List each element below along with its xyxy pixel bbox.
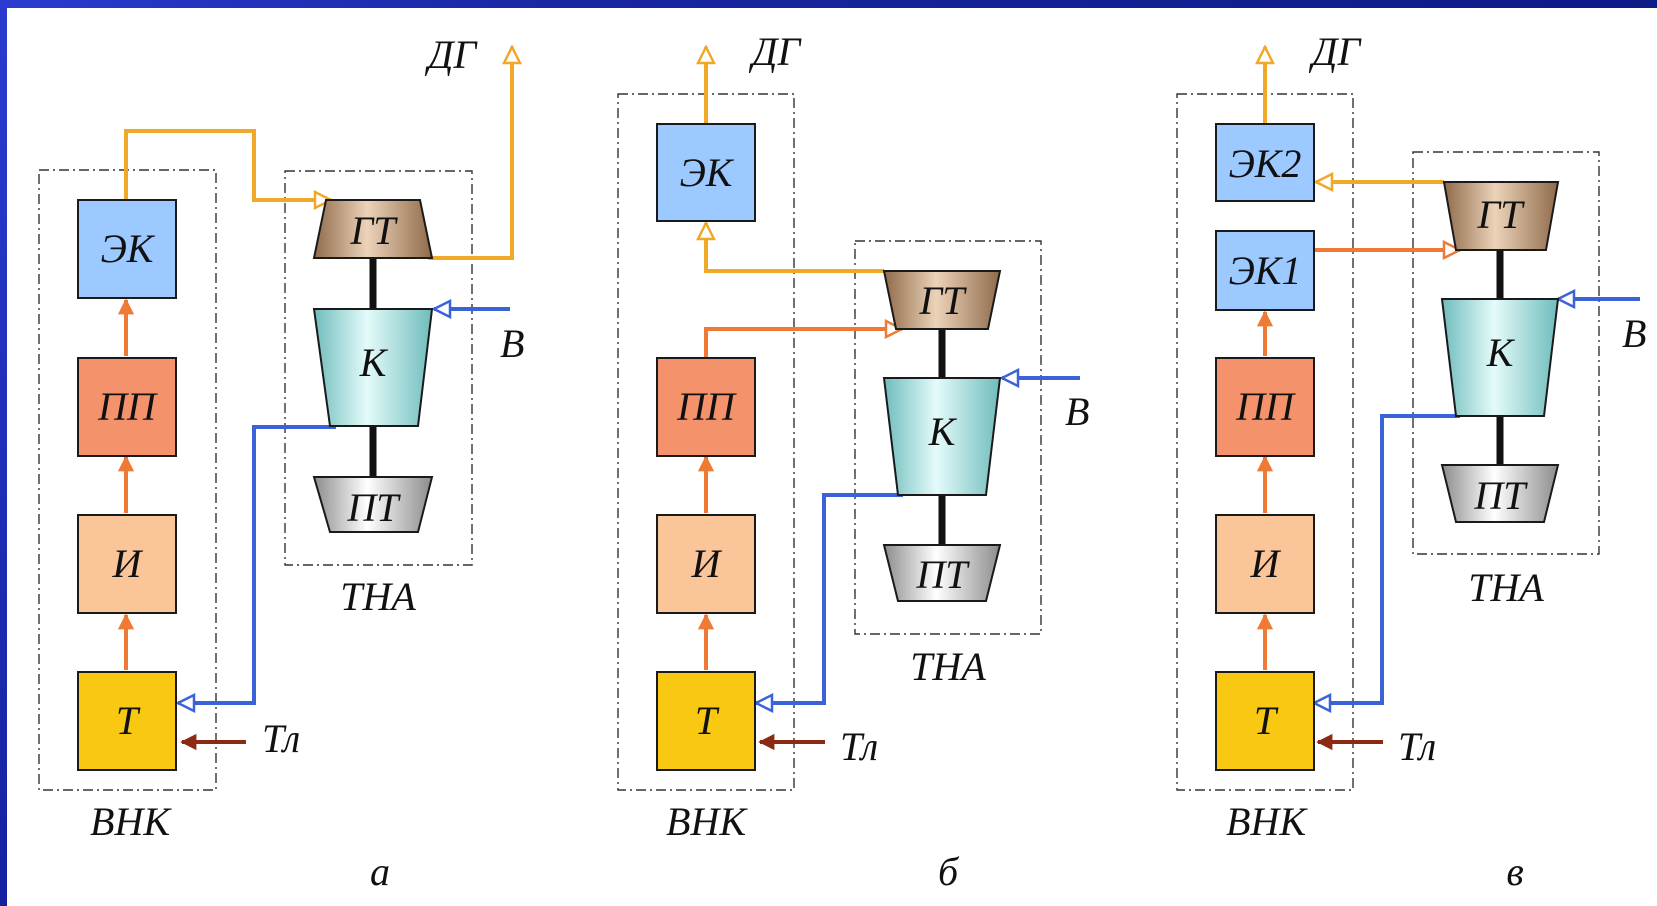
steam-to-turbine-line xyxy=(704,329,902,358)
label-air: В xyxy=(1065,389,1089,434)
turbine-gt xyxy=(312,199,434,259)
turbine-gt-label: ГТ xyxy=(919,278,968,323)
label-tna: ТНА xyxy=(910,644,986,689)
label-air: В xyxy=(500,321,524,366)
compressor-k xyxy=(882,377,1002,496)
block-pp-label: ПП xyxy=(97,384,158,429)
block-i xyxy=(77,514,177,614)
compressor-k-label: К xyxy=(928,409,958,454)
label-tna: ТНА xyxy=(340,574,416,619)
compressor-k xyxy=(312,308,434,427)
label-exhaust: ДГ xyxy=(1308,29,1362,74)
tna-group-frame xyxy=(1412,151,1600,555)
block-pp-label: ПП xyxy=(1235,384,1296,429)
turbine-gt-label: ГТ xyxy=(1477,192,1526,237)
diagram-c: ЭК2 ЭК1 ПП И Т ГТ К ПТ ДГ В Тл ТНА ВНК в xyxy=(1176,29,1646,894)
block-ek1 xyxy=(1215,230,1315,311)
block-t xyxy=(77,671,177,771)
label-vnk: ВНК xyxy=(666,799,748,844)
label-air: В xyxy=(1622,311,1646,356)
block-ek2-label: ЭК2 xyxy=(1229,141,1302,186)
turbine-pt-label: ПТ xyxy=(915,552,970,597)
tna-group-frame xyxy=(284,170,473,566)
diagram-a: ЭК ПП И Т ГТ К ПТ ДГ В Тл ТНА ВНК а xyxy=(38,32,524,894)
block-ek-label: ЭК xyxy=(680,150,735,195)
turbine-pt xyxy=(882,544,1002,602)
air-to-furnace-line xyxy=(178,425,336,703)
air-to-furnace-line xyxy=(1314,414,1460,703)
caption-a: а xyxy=(370,849,390,894)
block-t-label: Т xyxy=(116,698,141,743)
label-exhaust: ДГ xyxy=(424,32,478,77)
turbine-gt xyxy=(1442,181,1560,251)
label-fuel: Тл xyxy=(840,724,878,769)
block-pp xyxy=(656,357,756,457)
label-tna: ТНА xyxy=(1468,565,1544,610)
block-ek2 xyxy=(1215,123,1315,202)
block-pp xyxy=(1215,357,1315,457)
block-t xyxy=(656,671,756,771)
label-fuel: Тл xyxy=(1398,724,1436,769)
block-ek xyxy=(77,199,177,299)
exhaust-to-ek-line xyxy=(706,223,884,273)
frame-top-bar xyxy=(0,0,1657,8)
compressor-k xyxy=(1440,298,1560,417)
label-vnk: ВНК xyxy=(90,799,172,844)
block-t-label: Т xyxy=(1254,698,1279,743)
block-ek-label: ЭК xyxy=(101,226,156,271)
air-to-furnace-line xyxy=(756,493,903,703)
block-i-label: И xyxy=(1250,541,1282,586)
exhaust-out-line xyxy=(428,47,512,260)
block-i xyxy=(1215,514,1315,614)
block-t-label: Т xyxy=(695,698,720,743)
caption-b: б xyxy=(938,849,960,894)
label-vnk: ВНК xyxy=(1226,799,1308,844)
diagram-b: ЭК ПП И Т ГТ К ПТ ДГ В Тл ТНА ВНК б xyxy=(617,29,1089,894)
turbine-pt-label: ПТ xyxy=(1473,473,1528,518)
block-i-label: И xyxy=(691,541,723,586)
block-ek1-label: ЭК1 xyxy=(1229,248,1302,293)
frame-left-bar xyxy=(0,0,7,906)
label-fuel: Тл xyxy=(262,716,300,761)
exhaust-to-turbine-line xyxy=(124,129,331,200)
compressor-k-label: К xyxy=(359,340,389,385)
block-i-label: И xyxy=(112,541,144,586)
label-exhaust: ДГ xyxy=(748,29,802,74)
tna-group-frame xyxy=(854,240,1042,635)
block-pp xyxy=(77,357,177,457)
turbine-pt-label: ПТ xyxy=(346,485,401,530)
block-t xyxy=(1215,671,1315,771)
caption-c: в xyxy=(1506,849,1523,894)
block-i xyxy=(656,514,756,614)
turbine-gt xyxy=(882,270,1002,330)
compressor-k-label: К xyxy=(1486,330,1516,375)
block-ek xyxy=(656,123,756,222)
block-pp-label: ПП xyxy=(676,384,737,429)
turbine-pt xyxy=(1440,464,1560,523)
turbine-pt xyxy=(312,476,434,533)
turbine-gt-label: ГТ xyxy=(350,208,399,253)
